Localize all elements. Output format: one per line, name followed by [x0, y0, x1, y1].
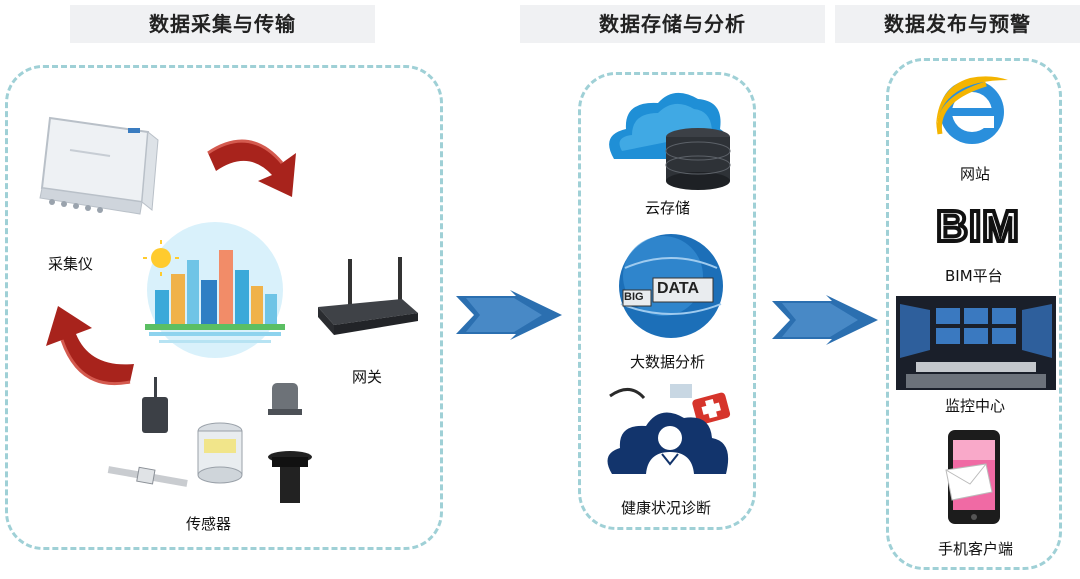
cycle-arrow-bottom-icon — [46, 306, 134, 386]
gateway-router-icon — [318, 257, 418, 335]
mobile-phone-icon — [945, 430, 1000, 524]
panel-publish — [886, 58, 1062, 570]
gateway-label: 网关 — [352, 368, 383, 386]
website-label: 网站 — [960, 165, 991, 183]
cloud-storage-icon — [609, 92, 731, 190]
health-diagnosis-icon — [607, 384, 731, 474]
sensor-label: 传感器 — [186, 515, 232, 533]
big-data-globe-icon — [619, 234, 723, 338]
monitoring-center-label: 监控中心 — [945, 397, 1006, 415]
collector-label: 采集仪 — [48, 255, 94, 273]
big-data-data-text: DATA — [657, 280, 700, 297]
cloud-storage-label: 云存储 — [645, 199, 691, 217]
big-data-big-text: BIG — [624, 291, 644, 303]
bim-logo-text: BIM — [934, 202, 1021, 251]
mobile-client-label: 手机客户端 — [938, 540, 1014, 558]
section-title-storage: 数据存储与分析 — [520, 5, 825, 43]
flow-arrow-2-icon — [772, 295, 878, 345]
panel-storage — [578, 72, 756, 530]
collector-device-icon — [39, 116, 159, 215]
big-data-label: 大数据分析 — [630, 353, 706, 371]
sensors-group-icon — [107, 377, 312, 503]
section-title-publish: 数据发布与预警 — [835, 5, 1080, 43]
cycle-arrow-top-icon — [207, 139, 296, 197]
health-diagnosis-label: 健康状况诊断 — [621, 499, 712, 517]
website-ie-icon — [936, 76, 1008, 144]
bim-logo-icon: BIM — [926, 202, 1030, 251]
flow-arrow-1-icon — [456, 290, 562, 340]
city-illustration-icon — [143, 222, 285, 358]
monitoring-center-icon — [896, 296, 1056, 390]
section-title-collect: 数据采集与传输 — [70, 5, 375, 43]
panel-collect — [5, 65, 443, 550]
bim-platform-label: BIM平台 — [945, 267, 1003, 285]
